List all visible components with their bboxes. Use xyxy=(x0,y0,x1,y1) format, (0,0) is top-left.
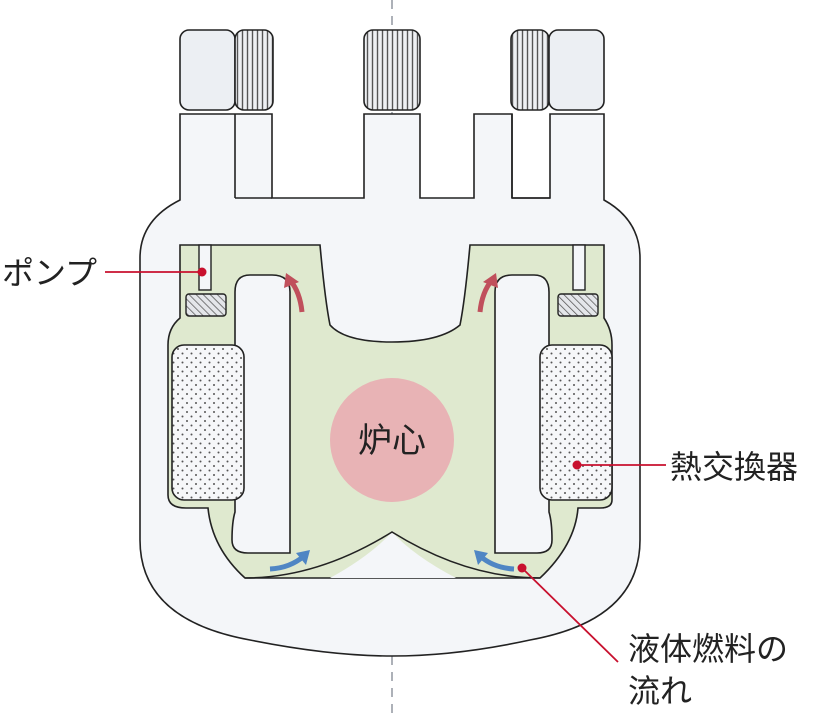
arrow-up-red-icon xyxy=(477,273,498,313)
fuel-flow-label-line2: 流れ xyxy=(628,672,692,710)
heat-exchanger-label: 熱交換器 xyxy=(670,448,798,486)
fuel-flow-leader xyxy=(517,563,619,663)
left-heat-exchanger xyxy=(171,344,245,501)
right-heat-exchanger xyxy=(539,344,613,501)
arrow-flow-blue-icon xyxy=(269,550,310,572)
pump-leader xyxy=(105,267,207,277)
pump-label: ポンプ xyxy=(2,254,97,292)
heat-exchanger-leader xyxy=(572,460,666,470)
fuel-flow-label-line1: 液体燃料の xyxy=(628,630,788,668)
right-pump xyxy=(557,293,599,317)
left-pump xyxy=(185,293,227,317)
top-caps xyxy=(179,29,605,111)
core-label: 炉心 xyxy=(358,421,426,461)
arrow-up-red-icon xyxy=(284,273,305,313)
core xyxy=(330,378,454,502)
arrow-flow-blue-icon xyxy=(474,550,515,572)
